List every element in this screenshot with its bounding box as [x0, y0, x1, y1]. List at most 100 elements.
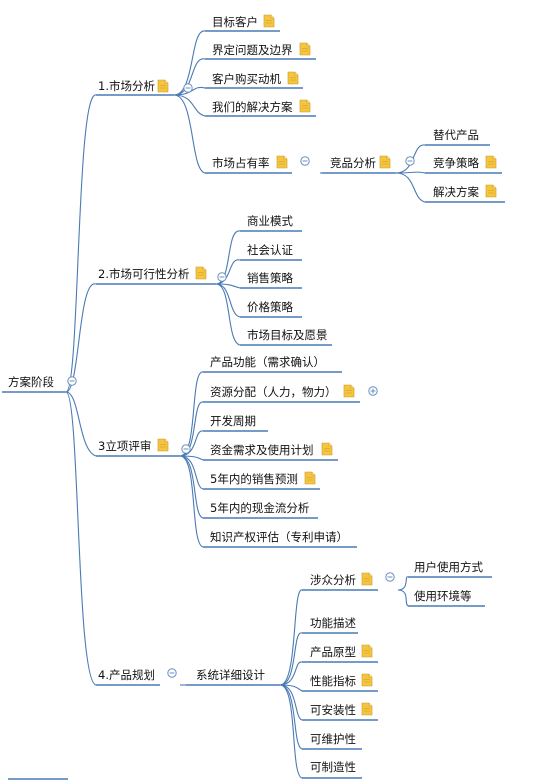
note-icon[interactable] — [287, 71, 299, 85]
node-our-solution[interactable]: 我们的解决方案 — [205, 99, 316, 117]
note-icon[interactable] — [263, 14, 275, 28]
branch-market-analysis[interactable]: 1.市场分析 — [96, 79, 193, 96]
node-label: 社会认证 — [247, 243, 293, 257]
collapse-icon[interactable] — [300, 156, 310, 166]
connectors-feasibility — [215, 230, 241, 346]
node-sales-forecast[interactable]: 5年内的销售预测 — [203, 471, 320, 490]
collapse-icon[interactable] — [183, 83, 193, 93]
expand-icon[interactable] — [368, 386, 378, 396]
node-ip-assessment[interactable]: 知识产权评估（专利申请） — [203, 530, 357, 548]
collapse-icon[interactable] — [67, 376, 77, 386]
note-icon[interactable] — [361, 572, 373, 586]
node-system-design[interactable]: 系统详细设计 — [186, 668, 280, 686]
node-maintainability[interactable]: 可维护性 — [302, 732, 362, 750]
node-prototype[interactable]: 产品原型 — [302, 644, 378, 663]
note-icon[interactable] — [485, 184, 497, 198]
branch-product-planning[interactable]: 4.产品规划 — [96, 668, 177, 686]
node-label: 产品功能（需求确认） — [210, 355, 325, 369]
node-market-goals[interactable]: 市场目标及愿景 — [240, 328, 332, 346]
collapse-icon[interactable] — [181, 444, 191, 454]
node-dev-cycle[interactable]: 开发周期 — [203, 414, 268, 432]
node-label: 5年内的销售预测 — [210, 472, 298, 486]
note-icon[interactable] — [485, 155, 497, 169]
node-label: 用户使用方式 — [414, 560, 483, 574]
node-label: 目标客户 — [212, 15, 258, 29]
node-performance[interactable]: 性能指标 — [302, 673, 378, 692]
branch-feasibility[interactable]: 2.市场可行性分析 — [96, 266, 227, 285]
root-connectors — [65, 94, 97, 686]
root-label: 方案阶段 — [8, 375, 54, 389]
note-icon[interactable] — [321, 442, 333, 456]
node-market-share[interactable]: 市场占有率 — [205, 155, 310, 174]
node-label: 资源分配（人力，物力） — [210, 385, 337, 399]
node-label: 使用环境等 — [414, 589, 472, 603]
node-label: 可安装性 — [310, 703, 356, 717]
note-icon[interactable] — [157, 79, 169, 93]
branch-project-review[interactable]: 3立项评审 — [96, 438, 191, 457]
node-competitive-strategy[interactable]: 竞争策略 — [425, 155, 502, 174]
node-pricing-strategy[interactable]: 价格策略 — [240, 300, 302, 318]
node-label: 界定问题及边界 — [212, 43, 293, 57]
node-cashflow-analysis[interactable]: 5年内的现金流分析 — [203, 501, 318, 519]
node-installability[interactable]: 可安装性 — [302, 702, 378, 721]
node-substitute-products[interactable]: 替代产品 — [425, 128, 490, 146]
node-target-customer[interactable]: 目标客户 — [205, 14, 280, 32]
collapse-icon[interactable] — [167, 668, 177, 678]
node-social-certification[interactable]: 社会认证 — [240, 243, 302, 261]
note-icon[interactable] — [299, 42, 311, 56]
node-label: 可制造性 — [310, 760, 356, 774]
node-label: 解决方案 — [433, 185, 479, 199]
node-purchase-motive[interactable]: 客户购买动机 — [205, 71, 303, 89]
node-label: 替代产品 — [433, 128, 479, 142]
root-node[interactable]: 方案阶段 — [2, 375, 77, 393]
note-icon[interactable] — [304, 471, 316, 485]
node-manufacturability[interactable]: 可制造性 — [302, 760, 362, 779]
node-sales-strategy[interactable]: 销售策略 — [240, 271, 302, 289]
collapse-icon[interactable] — [405, 156, 415, 166]
note-icon[interactable] — [195, 266, 207, 280]
connectors-market-analysis — [173, 30, 426, 203]
node-label: 性能指标 — [310, 674, 356, 688]
node-label: 价格策略 — [247, 300, 293, 314]
note-icon[interactable] — [299, 99, 311, 113]
node-stakeholder-analysis[interactable]: 涉众分析 — [302, 572, 395, 591]
branch-label: 2.市场可行性分析 — [98, 267, 189, 281]
node-label: 涉众分析 — [310, 573, 356, 587]
collapse-icon[interactable] — [385, 572, 395, 582]
branch-label: 1.市场分析 — [98, 79, 155, 93]
branch-label: 3立项评审 — [98, 439, 151, 453]
node-label: 我们的解决方案 — [212, 100, 293, 114]
node-label: 商业模式 — [247, 214, 293, 228]
node-label: 产品原型 — [310, 645, 356, 659]
note-icon[interactable] — [361, 673, 373, 687]
node-resource-allocation[interactable]: 资源分配（人力，物力） — [203, 384, 378, 403]
node-label: 可维护性 — [310, 732, 356, 746]
note-icon[interactable] — [276, 155, 288, 169]
note-icon[interactable] — [379, 155, 391, 169]
node-product-function[interactable]: 产品功能（需求确认） — [203, 355, 342, 373]
node-competitor-analysis[interactable]: 竞品分析 — [322, 155, 415, 174]
branch-label: 4.产品规划 — [98, 668, 155, 682]
connectors-review — [179, 371, 204, 548]
note-icon[interactable] — [361, 644, 373, 658]
node-solutions[interactable]: 解决方案 — [425, 184, 505, 203]
node-define-problem[interactable]: 界定问题及边界 — [205, 42, 316, 60]
node-label: 客户购买动机 — [212, 72, 281, 86]
connectors-planning — [180, 576, 409, 779]
note-icon[interactable] — [343, 384, 355, 398]
node-label: 知识产权评估（专利申请） — [210, 530, 348, 544]
note-icon[interactable] — [157, 438, 169, 452]
node-usage-environment[interactable]: 使用环境等 — [408, 589, 485, 607]
collapse-icon[interactable] — [217, 272, 227, 282]
node-label: 5年内的现金流分析 — [210, 501, 309, 515]
node-funding-plan[interactable]: 资金需求及使用计划 — [203, 442, 338, 461]
node-function-description[interactable]: 功能描述 — [302, 616, 358, 634]
node-label: 销售策略 — [247, 271, 293, 285]
node-label: 竞品分析 — [330, 156, 376, 170]
node-business-model[interactable]: 商业模式 — [240, 214, 302, 232]
node-label: 开发周期 — [210, 414, 256, 428]
node-usage-method[interactable]: 用户使用方式 — [408, 560, 492, 578]
node-label: 市场占有率 — [212, 156, 270, 170]
note-icon[interactable] — [361, 702, 373, 716]
